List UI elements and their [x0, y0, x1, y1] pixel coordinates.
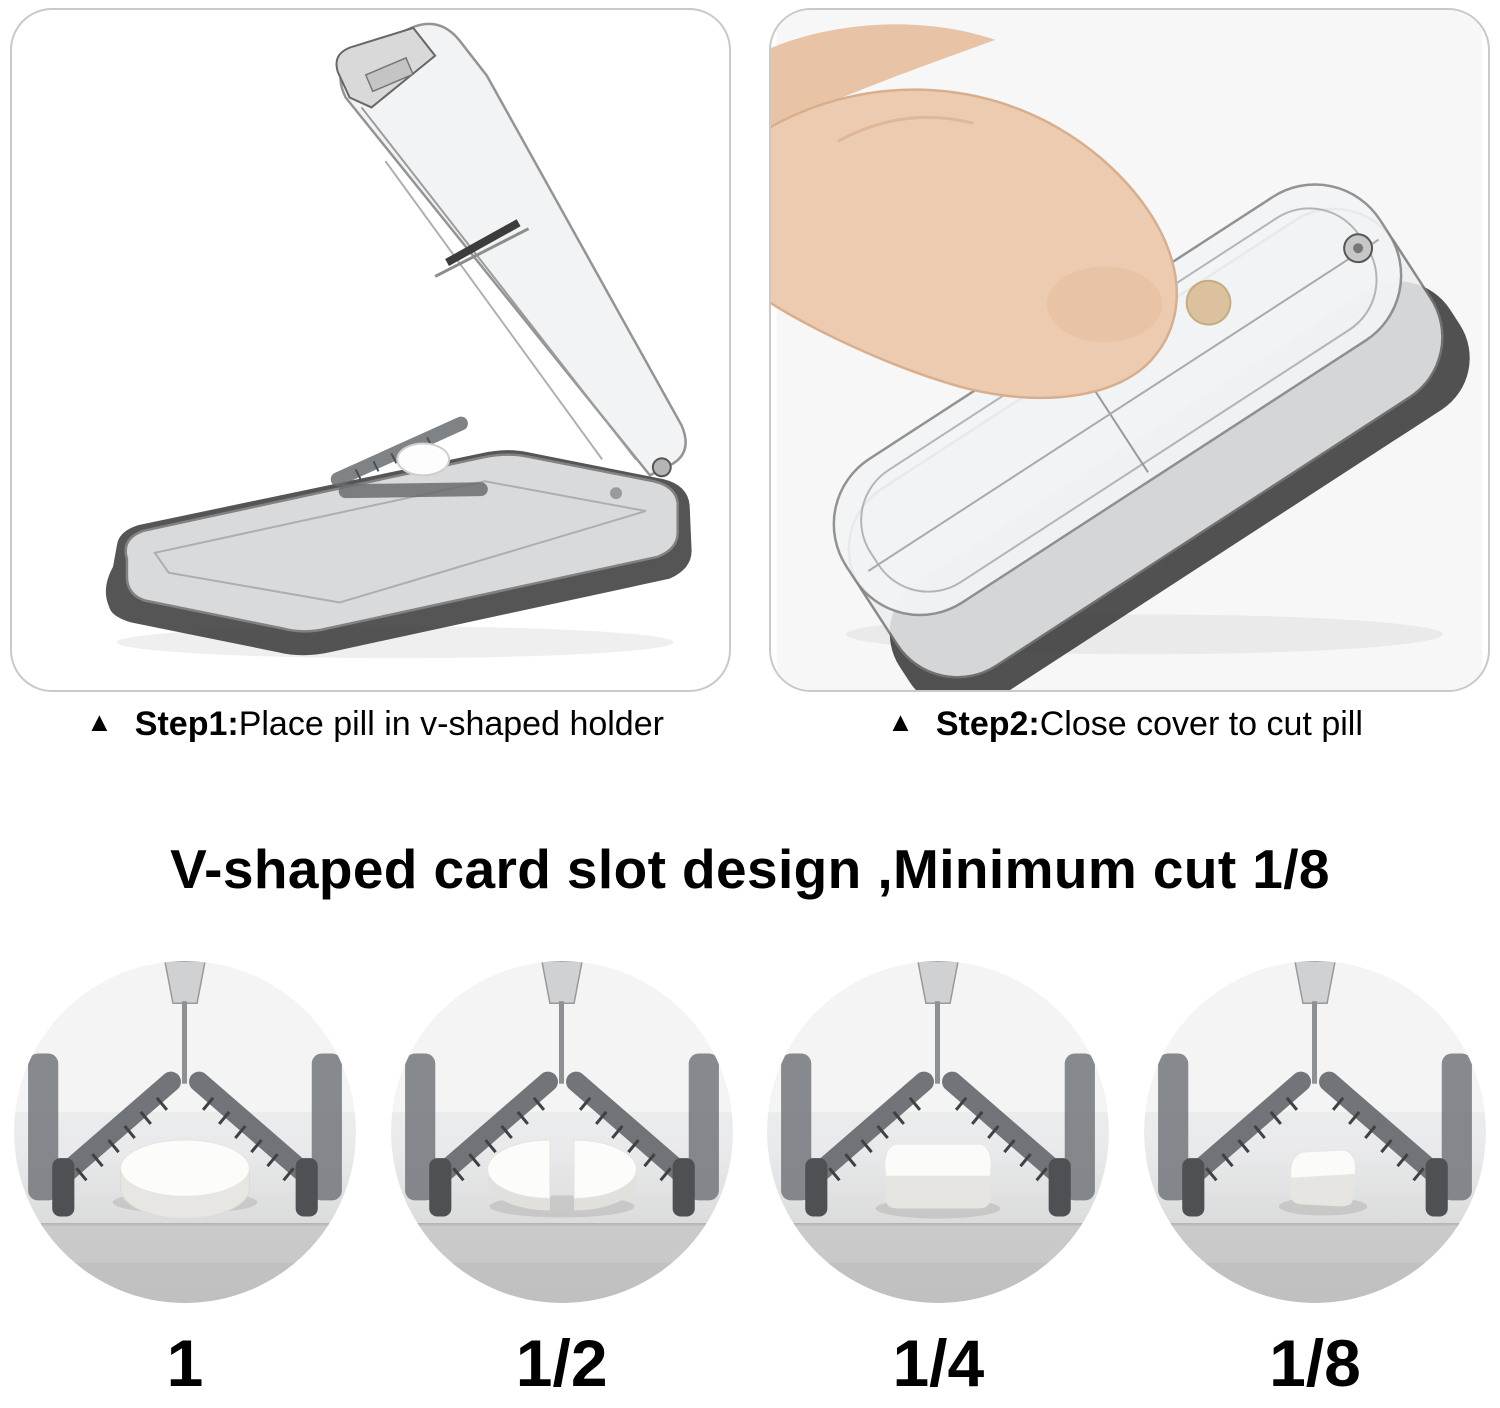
step2-text: Close cover to cut pill	[1039, 705, 1363, 743]
lid-blade	[445, 219, 521, 266]
whole-pill-closeup	[14, 960, 356, 1303]
v-shaped-holder	[330, 416, 488, 499]
fraction-label-whole: 1	[166, 1325, 204, 1400]
fraction-photo-whole	[14, 960, 356, 1303]
fraction-photo-eighth	[1143, 960, 1486, 1303]
pill-eighth	[1278, 1149, 1368, 1216]
fraction-photo-half	[390, 960, 733, 1303]
v-holder-arms	[52, 1071, 318, 1217]
v-holder-arms	[805, 1071, 1072, 1217]
step2-photo-panel	[769, 8, 1490, 692]
step1-label: Step1:	[134, 705, 239, 743]
step2-caption: ▲ Step2:Close cover to cut pill	[750, 704, 1500, 745]
pill-inside	[1185, 279, 1232, 326]
step1-photo-panel	[10, 8, 731, 692]
step2-label: Step2:	[935, 705, 1040, 743]
step-captions-row: ▲ Step1:Place pill in v-shaped holder ▲ …	[0, 704, 1500, 745]
fraction-photos-row	[0, 960, 1500, 1303]
triangle-bullet-icon: ▲	[887, 707, 914, 738]
step-photos-row	[0, 0, 1500, 692]
fraction-label-half: 1/2	[515, 1325, 608, 1400]
fraction-label-eighth: 1/8	[1269, 1325, 1361, 1400]
v-holder-arms	[428, 1071, 695, 1217]
v-holder-arms	[1182, 1071, 1448, 1217]
eighth-pill-closeup	[1143, 960, 1486, 1303]
step1-caption: ▲ Step1:Place pill in v-shaped holder	[0, 704, 750, 745]
pill-whole	[112, 1139, 258, 1219]
half-pill-closeup	[390, 960, 733, 1303]
fraction-label-quarter: 1/4	[892, 1325, 985, 1400]
fraction-photo-quarter	[767, 960, 1110, 1303]
pill-cutter-open-illustration	[105, 22, 692, 659]
hinge-pin	[651, 457, 672, 478]
finger-pressing-cutter-illustration	[771, 10, 1483, 690]
closed-pill-cutter	[832, 183, 1470, 690]
pressing-finger	[771, 24, 1178, 400]
pill-in-holder	[396, 442, 451, 477]
triangle-bullet-icon: ▲	[86, 707, 113, 738]
fraction-labels-row: 1 1/2 1/4 1/8	[0, 1325, 1500, 1401]
pill-half	[486, 1139, 637, 1218]
step1-text: Place pill in v-shaped holder	[238, 705, 664, 743]
quarter-pill-closeup	[767, 960, 1110, 1303]
pill-quarter	[875, 1143, 1001, 1219]
section-heading: V-shaped card slot design ,Minimum cut 1…	[170, 837, 1330, 900]
cutter-tray	[124, 453, 679, 633]
